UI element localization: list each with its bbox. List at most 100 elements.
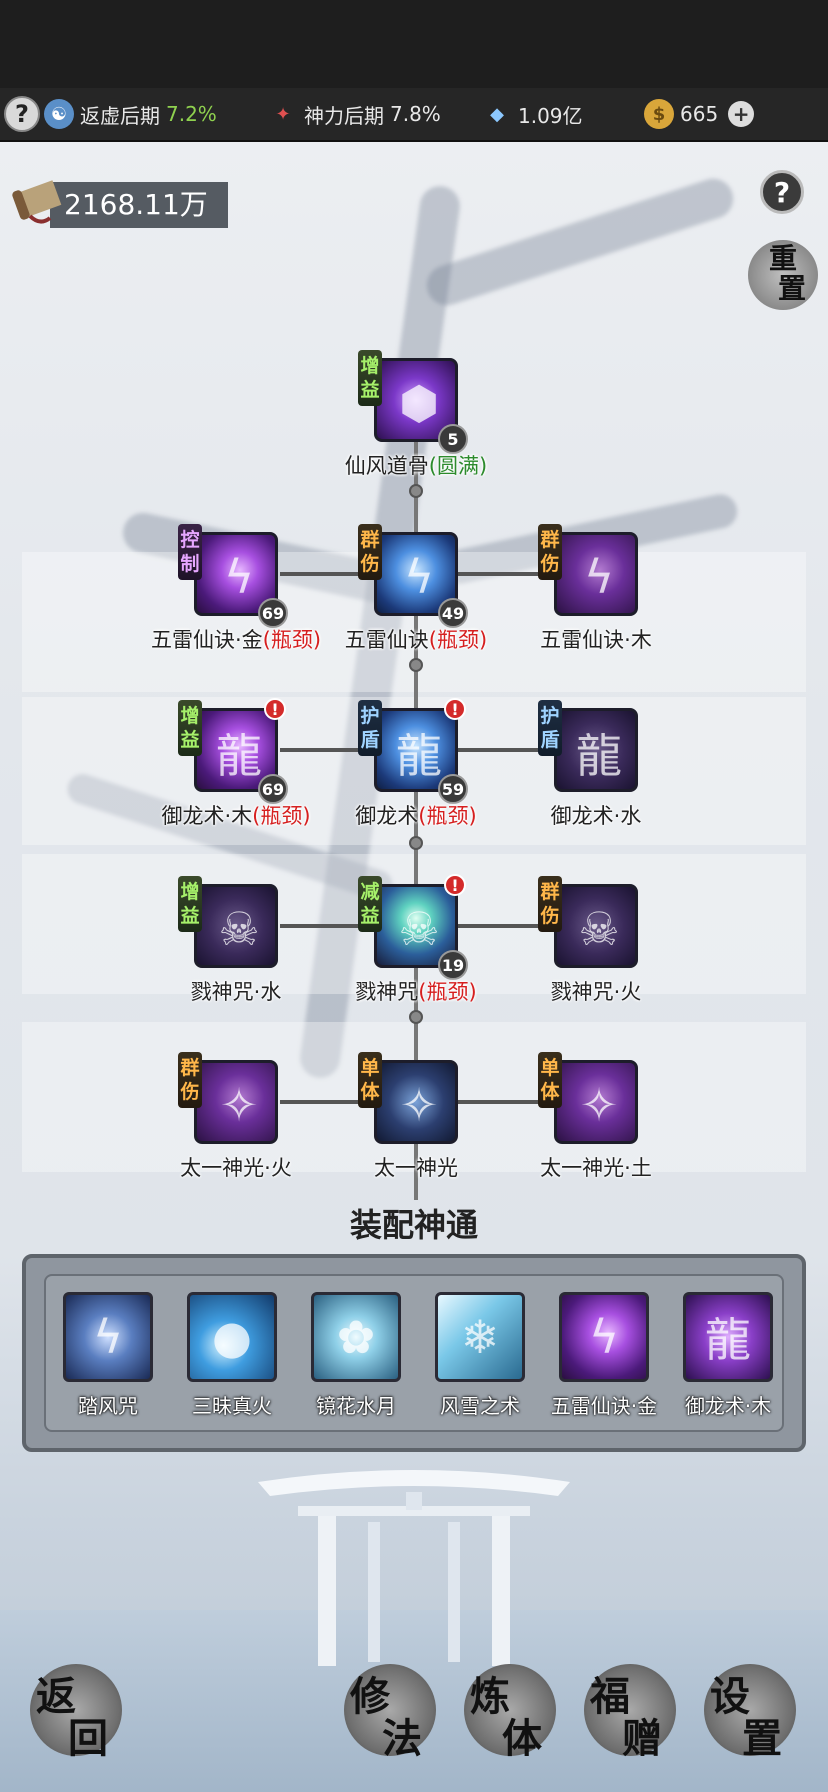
dragon-icon: 龍	[576, 729, 622, 783]
skill-level-badge: 69	[258, 598, 288, 628]
dragon-icon: 龍	[705, 1313, 751, 1367]
skill-tag: 群伤	[178, 1052, 202, 1108]
equip-slots-container: ϟ 踏风咒 ● 三昧真火 ✿ 镜花水月 ❄ 风雪之术 ϟ 五雷仙诀·金 龍 御龙…	[44, 1274, 784, 1432]
skill-node-wulei-jin[interactable]: ϟ 控制 69	[178, 524, 288, 628]
top-decor-band	[0, 0, 828, 88]
skill-node-yulong-mu[interactable]: 龍 增益 69 !	[178, 698, 288, 804]
lightning-icon: ϟ	[403, 550, 435, 604]
equip-slot-3[interactable]: ✿ 镜花水月	[306, 1292, 406, 1419]
skill-node-taiyi[interactable]: ✧ 单体	[358, 1052, 458, 1144]
status-bar: ? ☯ 返虚后期 7.2% ✦ 神力后期 7.8% ◆ 1.09亿 $ 665 …	[0, 88, 828, 142]
gift-button[interactable]: 福 赠	[584, 1664, 676, 1762]
scroll-icon	[12, 180, 62, 224]
shezhi-char-2: 置	[742, 1715, 782, 1762]
equip-section-title: 装配神通	[349, 1206, 478, 1244]
help-button[interactable]: ?	[760, 170, 804, 214]
tree-joint	[409, 1010, 423, 1024]
realm1-pct: 7.2%	[166, 102, 217, 126]
skill-label: 五雷仙诀·木	[540, 628, 652, 652]
gate-decoration	[258, 1470, 570, 1666]
coin-icon: $	[644, 99, 674, 129]
lianti-char-1: 炼	[470, 1673, 510, 1720]
shezhi-char-1: 设	[710, 1673, 750, 1720]
skill-tag: 群伤	[538, 524, 562, 580]
skill-node-lushen[interactable]: ☠ 减益 19 !	[358, 874, 468, 980]
equip-slot-label: 五雷仙诀·金	[550, 1394, 658, 1418]
skill-tag: 增益	[178, 876, 202, 932]
skill-label: 御龙术(瓶颈)	[355, 804, 477, 828]
crystal-stat[interactable]: ◆ 1.09亿	[482, 99, 583, 129]
skill-tag: 护盾	[538, 700, 562, 756]
skill-node-xianfeng-daogu[interactable]: ⬢ 增益 5	[358, 350, 468, 454]
realm2-label: 神力后期	[304, 103, 384, 128]
settings-button[interactable]: 设 置	[704, 1664, 796, 1762]
skill-label: 五雷仙诀(瓶颈)	[344, 628, 488, 652]
equip-panel: ϟ 踏风咒 ● 三昧真火 ✿ 镜花水月 ❄ 风雪之术 ϟ 五雷仙诀·金 龍 御龙…	[22, 1254, 806, 1452]
dragon-icon: 龍	[396, 729, 442, 783]
skill-label: 戮神咒(瓶颈)	[355, 980, 477, 1004]
reset-button[interactable]: 重 置	[748, 240, 818, 310]
skill-node-yulong[interactable]: 龍 护盾 59 !	[358, 698, 468, 804]
equip-slot-label: 三昧真火	[192, 1394, 272, 1418]
skill-node-wulei[interactable]: ϟ 群伤 49	[358, 524, 468, 628]
skill-level-badge: 69	[258, 774, 288, 804]
skill-node-taiyi-tu[interactable]: ✧ 单体	[538, 1052, 638, 1144]
reset-char-1: 重	[768, 242, 797, 275]
tree-joint	[409, 484, 423, 498]
shield-icon: ⬢	[398, 376, 440, 430]
coin-stat[interactable]: $ 665 +	[644, 99, 755, 129]
skill-node-lushen-huo[interactable]: ☠ 群伤	[538, 876, 638, 968]
crystal-count: 1.09亿	[518, 103, 583, 128]
skill-label: 御龙术·木(瓶颈)	[161, 804, 311, 828]
skill-label: 仙风道骨(圆满)	[344, 454, 488, 478]
back-button[interactable]: 返 回	[30, 1664, 122, 1762]
skill-tag: 单体	[538, 1052, 562, 1108]
add-coins-button[interactable]: +	[728, 101, 755, 127]
skill-level-badge: 59	[438, 774, 468, 804]
wind-step-icon: ϟ	[92, 1310, 124, 1364]
lightning-icon: ϟ	[583, 550, 615, 604]
realm-stat-1[interactable]: ☯ 返虚后期 7.2%	[44, 99, 217, 129]
equip-slot-1[interactable]: ϟ 踏风咒	[58, 1292, 158, 1419]
dragon-icon: 龍	[216, 729, 262, 783]
info-help-button[interactable]: ?	[4, 96, 40, 132]
light-beam-icon: ✧	[399, 1078, 439, 1132]
xiufa-char-2: 法	[382, 1715, 422, 1762]
realm2-pct: 7.8%	[390, 102, 441, 126]
divine-power-icon: ✦	[275, 103, 291, 125]
snow-wind-icon: ❄	[460, 1310, 500, 1364]
equip-slot-4[interactable]: ❄ 风雪之术	[430, 1292, 530, 1419]
alert-badge: !	[444, 698, 466, 720]
skill-label: 御龙术·水	[550, 804, 642, 828]
skill-node-yulong-shui[interactable]: 龍 护盾	[538, 700, 638, 792]
skill-tag: 控制	[178, 524, 202, 580]
fuzeng-char-2: 赠	[622, 1715, 662, 1762]
curse-icon: ☠	[578, 902, 620, 956]
back-char-2: 回	[68, 1715, 108, 1762]
equip-slot-label: 御龙术·木	[684, 1394, 772, 1418]
skill-node-taiyi-huo[interactable]: ✧ 群伤	[178, 1052, 278, 1144]
curse-icon: ☠	[398, 902, 440, 956]
light-beam-icon: ✧	[219, 1078, 259, 1132]
tree-joint	[409, 658, 423, 672]
skill-label: 戮神咒·火	[550, 980, 642, 1004]
skill-tag: 群伤	[538, 876, 562, 932]
body-refine-button[interactable]: 炼 体	[464, 1664, 556, 1762]
skill-node-lushen-shui[interactable]: ☠ 增益	[178, 876, 278, 968]
equip-slot-5[interactable]: ϟ 五雷仙诀·金	[551, 1292, 657, 1419]
back-char-1: 返	[36, 1673, 76, 1720]
equip-slot-6[interactable]: 龍 御龙术·木	[678, 1292, 778, 1419]
xiufa-char-1: 修	[350, 1673, 390, 1720]
skill-label: 五雷仙诀·金(瓶颈)	[150, 628, 322, 652]
equip-slot-2[interactable]: ● 三昧真火	[182, 1292, 282, 1419]
lightning-icon: ϟ	[588, 1310, 620, 1364]
skill-label: 太一神光·火	[180, 1156, 292, 1180]
cultivate-method-button[interactable]: 修 法	[344, 1664, 436, 1762]
realm-stat-2[interactable]: ✦ 神力后期 7.8%	[268, 99, 441, 129]
skill-tag: 单体	[358, 1052, 382, 1108]
lotus-icon: ✿	[336, 1310, 376, 1364]
skill-node-wulei-mu[interactable]: ϟ 群伤	[538, 524, 638, 616]
skill-level-badge: 19	[438, 950, 468, 980]
skill-tag: 群伤	[358, 524, 382, 580]
skill-label: 太一神光	[374, 1156, 458, 1180]
